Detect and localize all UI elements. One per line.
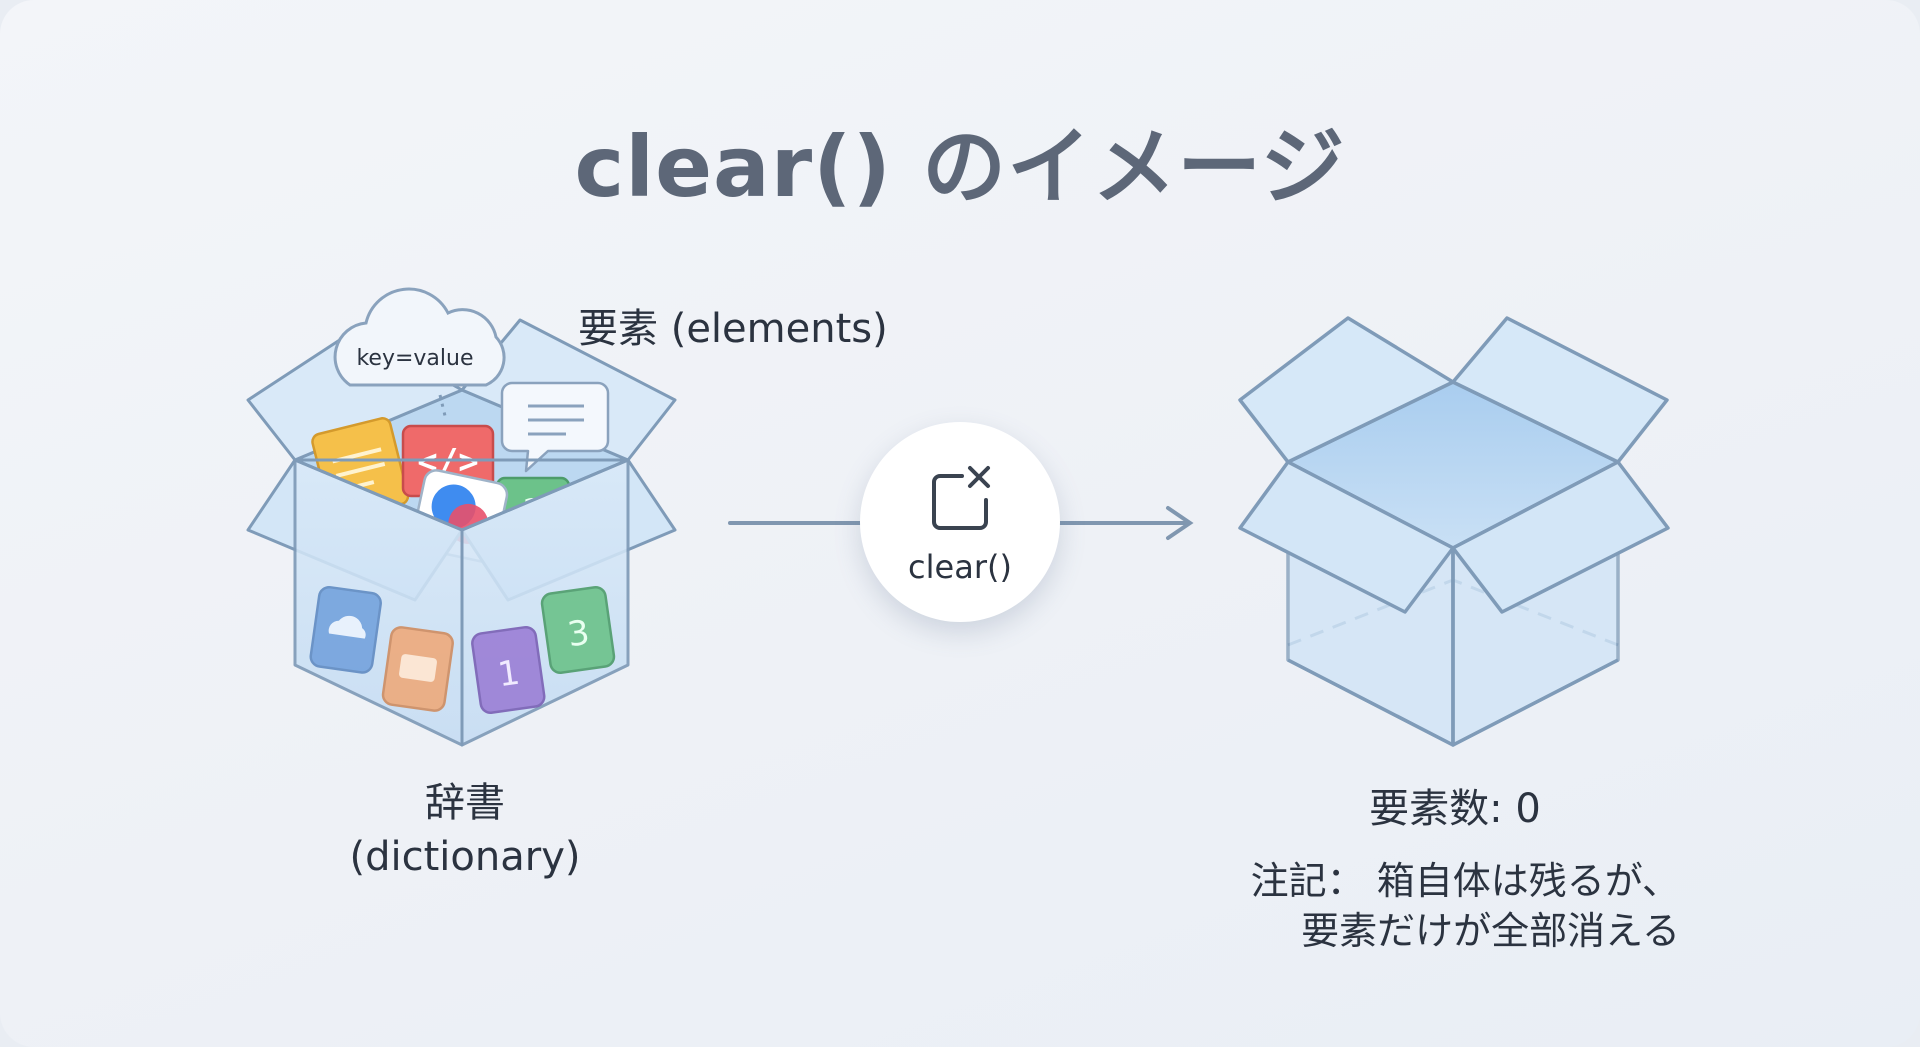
clear-operation-label: clear()	[908, 548, 1012, 586]
empty-box-flap-front-right	[1451, 460, 1670, 614]
box-inner-items: 1 3	[309, 585, 616, 715]
arrowhead-icon	[1166, 506, 1194, 540]
chat-tile	[381, 626, 454, 712]
note-line-2: 要素だけが全部消える	[1301, 909, 1680, 953]
dictionary-label: 辞書 (dictionary)	[300, 776, 630, 884]
element-count-label: 要素数: 0	[1369, 786, 1541, 832]
empty-box	[1238, 316, 1670, 747]
clear-box-icon	[932, 466, 990, 530]
svg-text:key=value: key=value	[356, 346, 473, 371]
page-title: clear() のイメージ	[574, 118, 1346, 216]
chat-bubble-icon	[500, 381, 610, 473]
empty-box-flap-front-left	[1238, 460, 1455, 614]
number-tile-purple: 1	[471, 625, 546, 715]
cloud-tile	[309, 585, 382, 674]
dictionary-label-en: (dictionary)	[349, 834, 581, 880]
empty-box-flap-back-right	[1451, 316, 1669, 464]
elements-label: 要素 (elements)	[578, 306, 888, 352]
dictionary-label-jp: 辞書	[425, 780, 505, 826]
flow-arrow	[728, 506, 1194, 540]
clear-operation-node: clear()	[860, 422, 1060, 622]
note-label: 注記： 箱自体は残るが、 要素だけが全部消える	[1180, 856, 1680, 956]
key-value-cloud: key=value	[333, 287, 506, 421]
note-line-1: 注記： 箱自体は残るが、	[1250, 859, 1680, 903]
number-tile-green: 3	[540, 585, 616, 675]
